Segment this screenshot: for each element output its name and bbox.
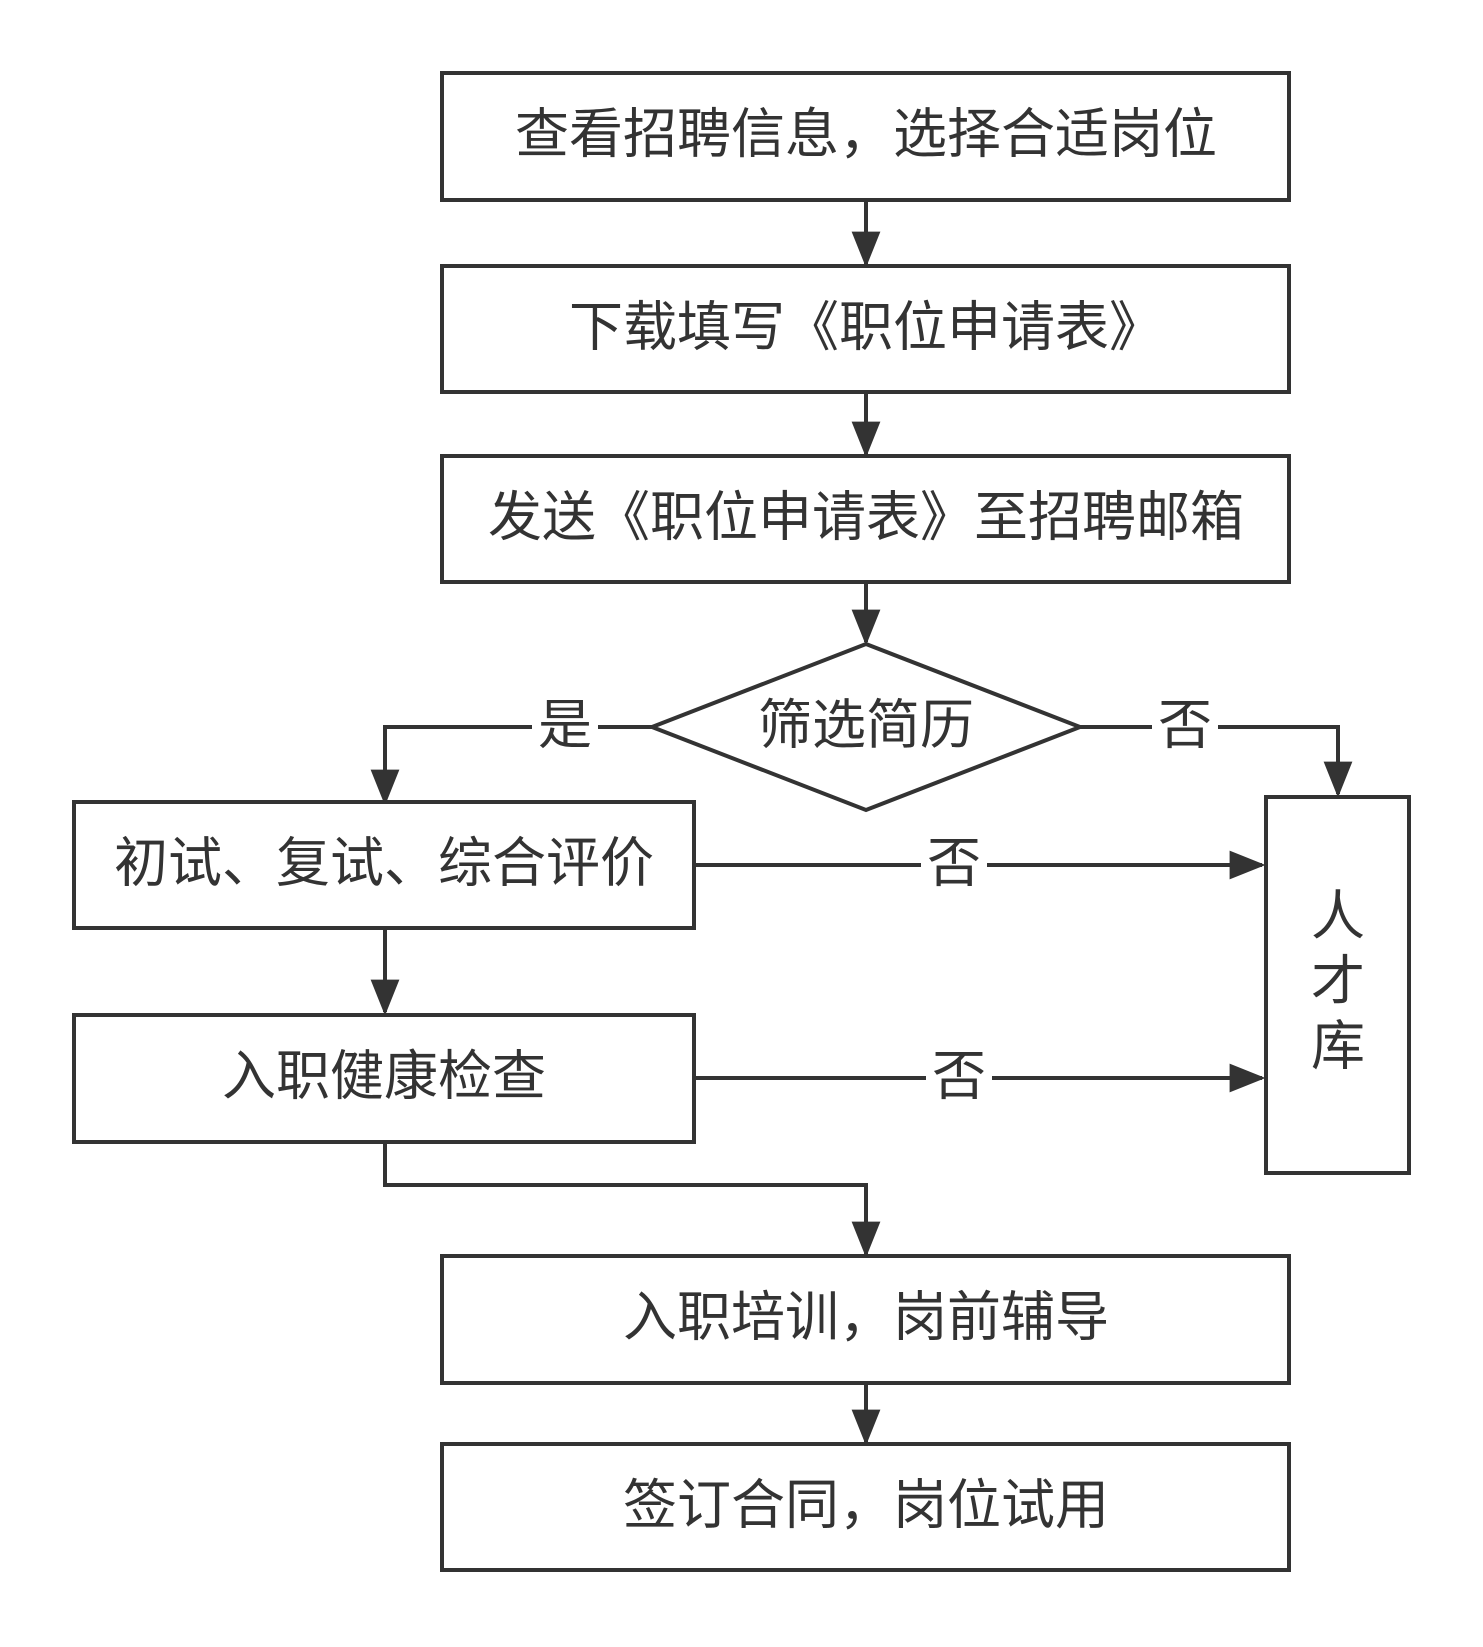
- node-health-check: 入职健康检查: [72, 1013, 696, 1144]
- node-talent-pool-char: 人: [1311, 885, 1365, 948]
- node-view-jobs: 查看招聘信息，选择合适岗位: [440, 71, 1291, 202]
- node-interviews-label: 初试、复试、综合评价: [114, 832, 654, 895]
- edge-label-bg: [926, 1048, 992, 1108]
- edge-label-screen-yes: 是: [538, 694, 592, 757]
- node-onboarding-training-label: 入职培训，岗前辅导: [623, 1286, 1109, 1349]
- node-screen-resume: 筛选简历: [646, 641, 1086, 813]
- node-talent-pool-char: 才: [1311, 950, 1365, 1013]
- edge-label-bg: [532, 697, 598, 757]
- node-talent-pool: 人 才 库: [1264, 795, 1411, 1175]
- node-onboarding-training: 入职培训，岗前辅导: [440, 1254, 1291, 1385]
- edge-screen-yes: [370, 725, 652, 806]
- node-health-check-label: 入职健康检查: [222, 1045, 546, 1108]
- node-screen-resume-label: 筛选简历: [758, 694, 974, 757]
- node-sign-contract-label: 签订合同，岗位试用: [623, 1474, 1109, 1537]
- edge-label-interviews-no: 否: [927, 832, 981, 895]
- node-send-form-label: 发送《职位申请表》至招聘邮箱: [488, 486, 1244, 549]
- edge-label-health-no: 否: [932, 1045, 986, 1108]
- node-sign-contract: 签订合同，岗位试用: [440, 1442, 1291, 1572]
- edge-health-to-training: [383, 1142, 881, 1258]
- edge-label-bg: [921, 835, 987, 895]
- node-interviews: 初试、复试、综合评价: [72, 800, 696, 930]
- node-download-form-label: 下载填写《职位申请表》: [569, 296, 1163, 359]
- edge-label-screen-no: 否: [1158, 694, 1212, 757]
- node-download-form: 下载填写《职位申请表》: [440, 264, 1291, 394]
- node-send-form: 发送《职位申请表》至招聘邮箱: [440, 454, 1291, 584]
- node-talent-pool-char: 库: [1311, 1015, 1365, 1078]
- edge-label-bg: [1152, 697, 1218, 757]
- node-view-jobs-label: 查看招聘信息，选择合适岗位: [515, 103, 1217, 166]
